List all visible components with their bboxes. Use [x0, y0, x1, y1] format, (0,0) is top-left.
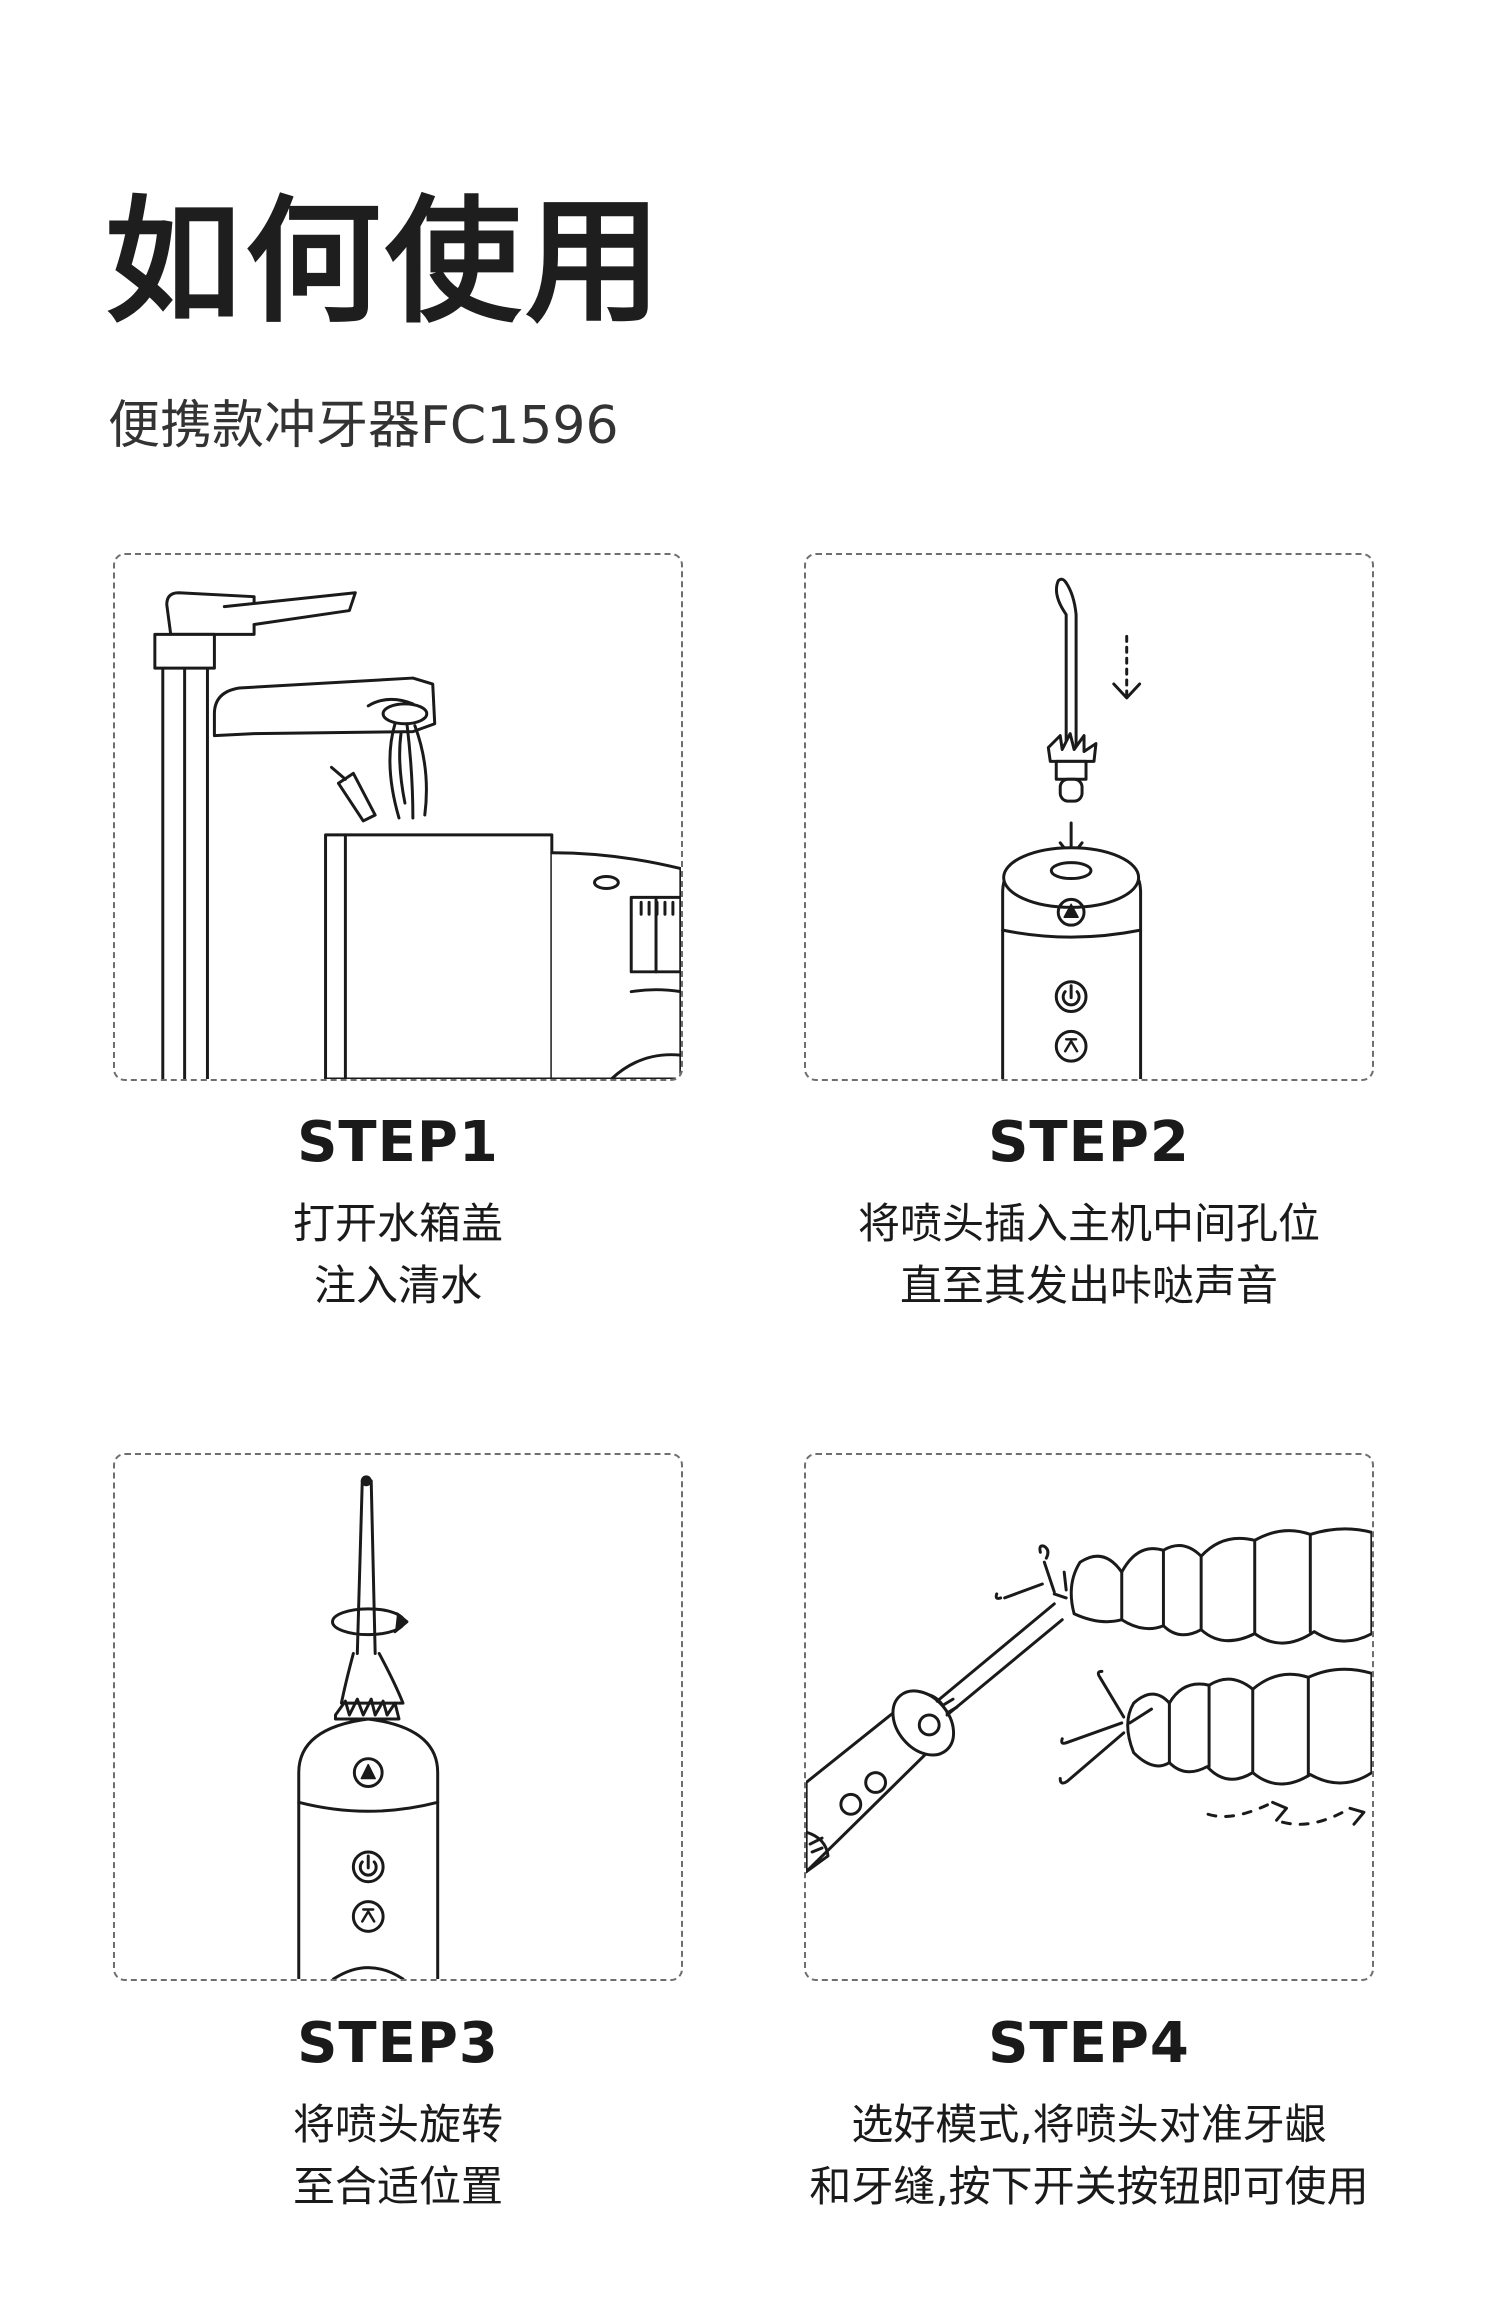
step2-title: STEP2: [988, 1110, 1190, 1175]
step3-title: STEP3: [297, 2011, 499, 2076]
nozzle-rotation-illustration: [297, 1475, 440, 1979]
step1-line1: 打开水箱盖: [292, 1199, 503, 1248]
faucet-filling-tank-illustration: [153, 591, 681, 1079]
step4-title: STEP4: [988, 2011, 1190, 2076]
step1-title: STEP1: [297, 1110, 499, 1175]
step2-line2: 直至其发出咔哒声音: [899, 1261, 1278, 1310]
step4-line1: 选好模式,将喷头对准牙龈: [851, 2100, 1327, 2149]
step3-line1: 将喷头旋转: [292, 2100, 503, 2149]
step1-line2: 注入清水: [313, 1261, 482, 1310]
step1-caption: STEP1 打开水箱盖 注入清水: [48, 1115, 748, 1317]
step3-line2: 至合适位置: [292, 2162, 503, 2211]
step3-illustration-card: [113, 1453, 683, 1981]
nozzle-insertion-illustration: [1001, 577, 1143, 1079]
teeth-cleaning-illustration: [806, 1527, 1372, 1874]
step2-illustration-card: [804, 553, 1374, 1081]
step3-caption: STEP3 将喷头旋转 至合适位置: [48, 2016, 748, 2218]
step2-line1: 将喷头插入主机中间孔位: [857, 1199, 1320, 1248]
step4-caption: STEP4 选好模式,将喷头对准牙龈 和牙缝,按下开关按钮即可使用: [739, 2016, 1439, 2218]
step4-illustration-card: [804, 1453, 1374, 1981]
page-title: 如何使用: [105, 184, 665, 342]
page-subtitle: 便携款冲牙器FC1596: [108, 396, 619, 456]
step2-caption: STEP2 将喷头插入主机中间孔位 直至其发出咔哒声音: [739, 1115, 1439, 1317]
step1-illustration-card: [113, 553, 683, 1081]
step4-line2: 和牙缝,按下开关按钮即可使用: [809, 2162, 1369, 2211]
